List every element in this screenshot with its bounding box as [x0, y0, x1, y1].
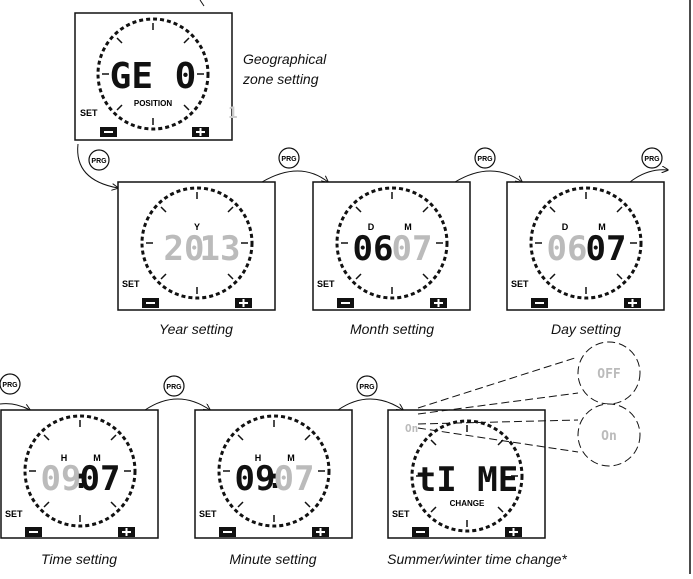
plus-button[interactable]	[235, 298, 252, 308]
minus-button[interactable]	[25, 527, 42, 537]
svg-text:PRG: PRG	[166, 384, 182, 391]
geo-label-line2: zone setting	[242, 71, 319, 87]
minus-button[interactable]	[219, 527, 236, 537]
flow-arrow	[77, 143, 118, 188]
flow-arrow	[144, 398, 210, 410]
day-digits-right: 07	[586, 229, 627, 269]
time-mark-left: H	[61, 453, 68, 463]
day-mark-left: D	[562, 222, 569, 232]
prg-button: PRG	[474, 147, 496, 169]
prg-button: PRG	[88, 149, 110, 171]
set-label: SET	[80, 108, 98, 118]
year-screen: Y 20 13 SET	[117, 181, 276, 311]
on-bubble: On	[577, 403, 641, 467]
off-bubble: OFF	[577, 341, 641, 405]
set-label: SET	[317, 279, 335, 289]
month-digits-right: 07	[392, 229, 433, 269]
minus-button[interactable]	[337, 298, 354, 308]
set-label: SET	[122, 279, 140, 289]
year-label: Year setting	[159, 321, 233, 337]
year-digits-right: 13	[200, 229, 241, 269]
minus-button[interactable]	[531, 298, 548, 308]
geo-label-line1: Geographical	[243, 51, 327, 67]
set-label: SET	[511, 279, 529, 289]
svg-text:PRG: PRG	[477, 156, 493, 163]
svg-text:PRG: PRG	[91, 158, 107, 165]
summer-main-text: tI ME	[416, 460, 518, 500]
dial-ring	[96, 17, 210, 131]
time-label: Time setting	[41, 551, 117, 567]
summer-label: Summer/winter time change*	[387, 551, 567, 567]
svg-text:1: 1	[228, 103, 238, 122]
flow-arrow	[454, 170, 522, 182]
plus-button[interactable]	[192, 127, 209, 137]
month-screen: D M 06 07 SET	[312, 181, 471, 311]
svg-text:PRG: PRG	[281, 156, 297, 163]
set-label: SET	[5, 509, 23, 519]
set-label: SET	[392, 509, 410, 519]
prg-button: PRG	[641, 147, 663, 169]
summer-corner-text: On	[405, 422, 418, 435]
flow-arrow	[629, 170, 668, 183]
minute-label: Minute setting	[229, 551, 316, 567]
month-digits-left: 06	[353, 229, 394, 269]
prg-button: PRG	[0, 373, 21, 395]
year-mark: Y	[194, 222, 200, 232]
plus-button[interactable]	[624, 298, 641, 308]
on-bubble-text: On	[601, 429, 617, 444]
off-bubble-text: OFF	[597, 367, 621, 382]
geo-main-text: GE 0	[110, 56, 197, 97]
month-mark-right: M	[404, 222, 412, 232]
geo-screen: GE 0 POSITION SET 1	[74, 0, 238, 141]
plus-button[interactable]	[118, 527, 135, 537]
svg-text:PRG: PRG	[644, 156, 660, 163]
prg-button: PRG	[163, 375, 185, 397]
month-label: Month setting	[350, 321, 434, 337]
prg-button: PRG	[278, 147, 300, 169]
summer-screen: On tI ME CHANGE SET	[387, 409, 546, 539]
minute-digits-left: 09	[235, 459, 276, 499]
flow-arrow	[337, 398, 403, 410]
minus-button[interactable]	[412, 527, 429, 537]
time-digits-right: 07	[80, 459, 121, 499]
time-colon: :	[73, 462, 90, 495]
time-screen: H M 09 : 07 SET	[0, 409, 159, 539]
plus-button[interactable]	[312, 527, 329, 537]
minus-button[interactable]	[100, 127, 117, 137]
svg-text:PRG: PRG	[359, 384, 375, 391]
day-digits-left: 06	[547, 229, 588, 269]
minus-button[interactable]	[142, 298, 159, 308]
plus-button[interactable]	[505, 527, 522, 537]
geo-sub-text: POSITION	[134, 99, 172, 108]
day-screen: D M 06 07 SET	[506, 181, 665, 311]
flow-arrow	[0, 403, 30, 410]
time-digits-left: 09	[41, 459, 82, 499]
minute-screen: H M 09 : 07 SET	[194, 409, 353, 539]
svg-text:PRG: PRG	[2, 382, 18, 389]
year-digits-left: 20	[164, 229, 205, 269]
zoom-callout-lines	[417, 356, 579, 453]
month-mark-left: D	[368, 222, 375, 232]
day-mark-right: M	[598, 222, 606, 232]
prg-button: PRG	[356, 375, 378, 397]
minute-digits-right: 07	[274, 459, 315, 499]
plus-button[interactable]	[430, 298, 447, 308]
minute-colon: :	[267, 462, 284, 495]
set-label: SET	[199, 509, 217, 519]
summer-sub-text: CHANGE	[450, 499, 485, 508]
minute-mark-left: H	[255, 453, 262, 463]
flow-arrow	[261, 170, 328, 182]
minute-mark-right: M	[287, 453, 295, 463]
day-label: Day setting	[551, 321, 621, 337]
time-mark-right: M	[93, 453, 101, 463]
